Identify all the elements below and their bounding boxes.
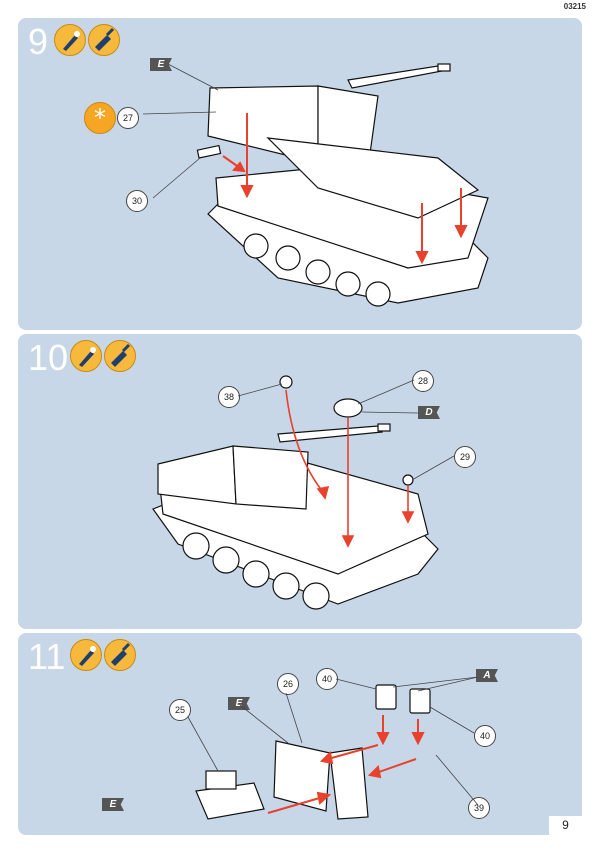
part-callout-30: 30 (126, 190, 148, 212)
page-number: 9 (549, 816, 582, 835)
tank-assembly-drawing (152, 375, 455, 610)
step-10-panel: 10 38 28 29 D (18, 334, 582, 629)
step-11-panel: 11 25 26 40 40 39 E E A (18, 633, 582, 835)
paint-brush-icon (70, 340, 102, 372)
tank-hull-drawing (142, 63, 489, 307)
paint-brush-icon (104, 639, 136, 671)
part-callout-25: 25 (169, 699, 191, 721)
step-number: 11 (28, 636, 66, 677)
part-callout-38: 38 (218, 386, 240, 408)
paint-brush-icon (88, 24, 120, 56)
part-callout-40: 40 (474, 725, 496, 747)
sprue-flag: E (150, 58, 172, 71)
part-callout-26: 26 (277, 673, 299, 695)
paint-brush-icon (104, 340, 136, 372)
step-9-panel: 9 * 27 30 E (18, 18, 582, 330)
glue-icon: * (84, 102, 116, 134)
part-callout-29: 29 (454, 446, 476, 468)
product-code: 03215 (563, 2, 586, 11)
sprue-flag: E (102, 798, 124, 811)
stowage-parts-drawing (187, 676, 479, 820)
step-number: 9 (28, 21, 49, 62)
paint-brush-icon (70, 639, 102, 671)
part-callout-39: 39 (468, 797, 490, 819)
sprue-flag: A (476, 669, 498, 682)
part-callout-27: 27 (117, 107, 139, 129)
step-number: 10 (28, 337, 69, 378)
paint-brush-icon (54, 24, 86, 56)
sprue-flag: D (418, 406, 440, 419)
sprue-flag: E (228, 697, 250, 710)
